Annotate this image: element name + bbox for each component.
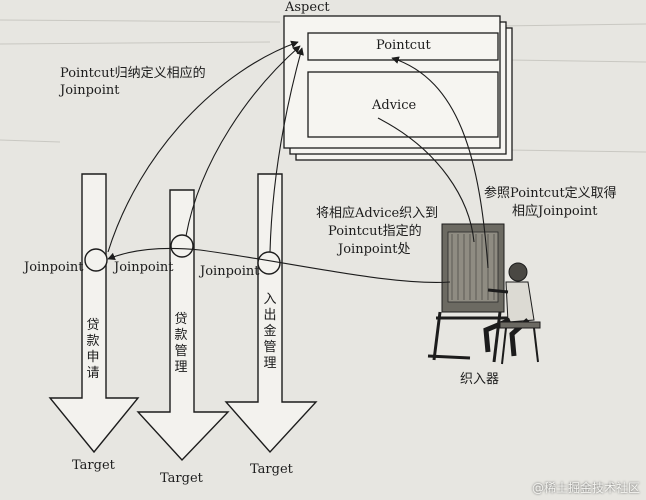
joinpoint-label-1: Joinpoint xyxy=(24,260,84,275)
weaver-illustration xyxy=(427,223,541,365)
pointcut-box xyxy=(307,32,499,61)
ref-note-line2: 相应Joinpoint xyxy=(512,204,598,219)
target-arrow-funds-management xyxy=(224,173,318,454)
joinpoint-label-3: Joinpoint xyxy=(200,264,260,279)
target-arrow-loan-application xyxy=(48,173,140,454)
weave-connector xyxy=(107,247,451,283)
pointcut-to-joinpoint-2 xyxy=(185,45,301,237)
background-texture xyxy=(0,19,646,153)
weaver-to-pointcut-connector xyxy=(391,56,489,269)
target-label-1: Target xyxy=(72,458,115,473)
joinpoint-circle-3 xyxy=(257,251,281,275)
aspect-title: Aspect xyxy=(285,0,330,15)
weave-note-line1: 将相应Advice织入到 xyxy=(316,206,439,221)
pointcut-note-line1: Pointcut归纳定义相应的 xyxy=(60,66,206,81)
target-name-2: 贷款管理 xyxy=(174,312,188,375)
pointcut-to-joinpoint-1 xyxy=(107,40,299,253)
advice-label: Advice xyxy=(372,98,417,113)
joinpoint-circles xyxy=(84,234,281,275)
target-label-3: Target xyxy=(250,462,293,477)
pointcut-to-joinpoint-3 xyxy=(269,47,304,253)
target-name-1: 贷款申请 xyxy=(86,318,100,381)
watermark: @稀土掘金技术社区 xyxy=(531,481,640,495)
advice-box xyxy=(307,71,499,138)
weave-note-line3: Joinpoint处 xyxy=(338,242,411,257)
target-arrow-loan-management xyxy=(136,189,230,462)
advice-to-weaver-connector xyxy=(377,117,475,243)
weave-note-line2: Pointcut指定的 xyxy=(328,224,422,239)
pointcut-note-line2: Joinpoint xyxy=(60,83,120,98)
joinpoint-circle-1 xyxy=(84,248,108,272)
pointcut-label: Pointcut xyxy=(376,38,431,53)
target-arrows xyxy=(48,173,318,462)
joinpoint-circle-2 xyxy=(170,234,194,258)
ref-note-line1: 参照Pointcut定义取得 xyxy=(484,186,617,201)
pointcut-connectors xyxy=(107,40,304,253)
joinpoint-label-2: Joinpoint xyxy=(114,260,174,275)
target-label-2: Target xyxy=(160,471,203,486)
weaver-label: 织入器 xyxy=(460,372,500,387)
target-name-3: 入出金管理 xyxy=(263,292,277,371)
